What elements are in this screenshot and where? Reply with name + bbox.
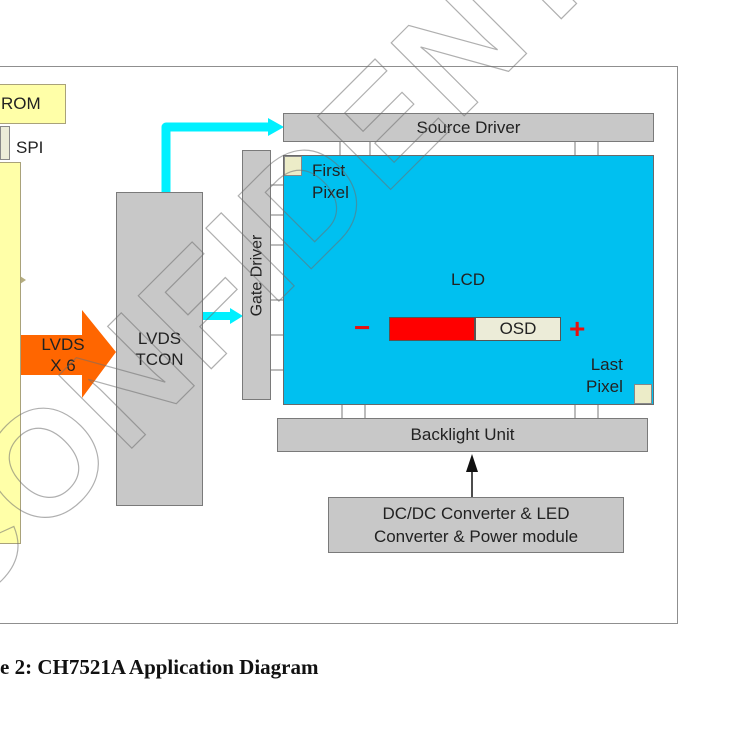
gate-lines [270, 184, 284, 371]
spi-connector [0, 126, 10, 160]
source-driver-label: Source Driver [416, 117, 521, 137]
source-lines [339, 141, 599, 156]
tcon-to-source-arrow [161, 122, 270, 192]
lcd-label: LCD [451, 270, 486, 289]
osd-minus-sign: − [354, 312, 371, 343]
last-pixel-line1: Last [590, 355, 623, 374]
diagram-frame [0, 66, 678, 624]
yellow-block-marker [20, 276, 26, 284]
backlight-lines [341, 404, 599, 419]
osd-label: OSD [499, 319, 537, 338]
dcdc-line1: DC/DC Converter & LED [382, 504, 570, 523]
main-chip-block [0, 162, 21, 544]
osd-level-bar [389, 317, 475, 341]
last-pixel-label: Last Pixel [586, 354, 623, 398]
source-driver-block: Source Driver [283, 113, 654, 142]
first-pixel-line2: Pixel [312, 183, 349, 202]
power-to-backlight-arrowhead [466, 454, 478, 472]
dcdc-power-module-block: DC/DC Converter & LED Converter & Power … [328, 497, 624, 553]
tcon-to-source-arrowhead [268, 118, 284, 136]
gate-driver-label: Gate Driver [248, 234, 265, 317]
lvds-arrow [20, 310, 116, 398]
figure-caption: e 2: CH7521A Application Diagram [0, 655, 319, 679]
tcon-to-gate-arrowhead [230, 308, 243, 324]
dcdc-line2: Converter & Power module [373, 527, 579, 546]
lvds-arrow-label: LVDS X 6 [28, 330, 98, 380]
lcd-panel [283, 155, 654, 405]
osd-box: OSD [475, 317, 561, 341]
rom-label: ROM [1, 94, 41, 113]
backlight-label: Backlight Unit [410, 425, 515, 444]
gate-driver-block: Gate Driver [242, 150, 271, 400]
backlight-unit-block: Backlight Unit [277, 418, 648, 452]
rom-box: ROM [0, 84, 66, 124]
last-pixel-marker [634, 384, 652, 404]
lvds-label-line2: X 6 [50, 356, 76, 375]
gate-driver-label-wrap: Gate Driver [243, 151, 272, 401]
last-pixel-line2: Pixel [586, 377, 623, 396]
osd-plus-sign: + [569, 313, 586, 344]
lvds-label-line1: LVDS [41, 335, 85, 354]
tcon-label-line1: LVDS [137, 329, 182, 348]
first-pixel-line1: First [312, 161, 346, 180]
first-pixel-marker [284, 156, 302, 176]
first-pixel-label: First Pixel [312, 160, 349, 204]
spi-label: SPI [16, 138, 44, 157]
tcon-label-line2: TCON [135, 350, 184, 369]
lvds-tcon-block: LVDS TCON [116, 192, 203, 506]
